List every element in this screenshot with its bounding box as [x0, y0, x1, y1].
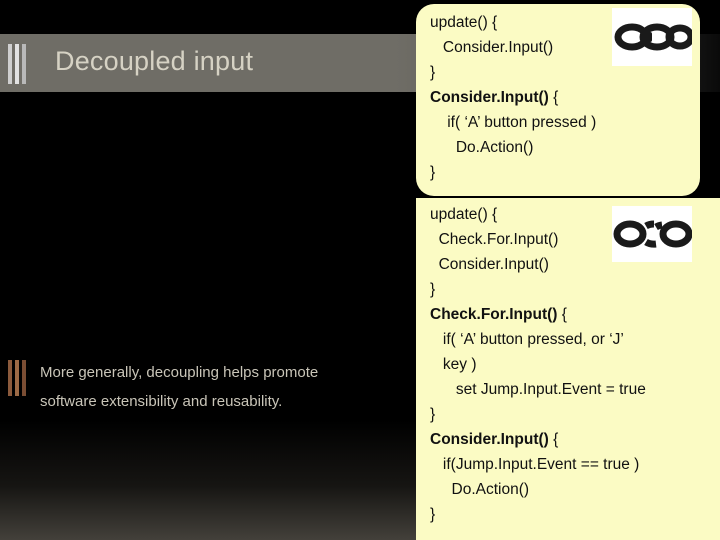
code-block-2: update() { Check.For.Input() Consider.In… [430, 202, 712, 527]
code-line: update() { [430, 206, 498, 223]
code-line: update() { [430, 14, 498, 31]
bottom-fade [0, 420, 430, 540]
body-accent-bars [8, 360, 30, 396]
code-line: if(Jump.Input.Event == true ) [430, 456, 640, 473]
broken-chain-svg [612, 206, 692, 262]
code-line: Check.For.Input() { [430, 306, 567, 323]
code-line: Consider.Input() [430, 256, 549, 273]
code-line: Consider.Input() { [430, 431, 559, 448]
body-paragraph: More generally, decoupling helps promote… [40, 364, 319, 410]
code-line: Consider.Input() { [430, 89, 559, 106]
code-line: } [430, 506, 436, 523]
code-line: set Jump.Input.Event = true [430, 381, 646, 398]
code-line: Do.Action() [430, 139, 534, 156]
code-block-1: update() { Consider.Input()} Consider.Inp… [430, 10, 690, 185]
chain-links-svg [612, 8, 692, 66]
code-line: if( ‘A’ button pressed ) [430, 114, 597, 131]
code-line: } [430, 281, 436, 298]
code-line: } [430, 164, 436, 181]
page-title: Decoupled input [55, 46, 254, 76]
code-line: Do.Action() [430, 481, 530, 498]
code-line: } [430, 406, 436, 423]
title-accent-bars [8, 44, 30, 84]
code-line: Check.For.Input() [430, 231, 559, 248]
code-line: Consider.Input() [430, 39, 554, 56]
broken-chain-icon [612, 206, 692, 262]
code-line: key ) [430, 356, 477, 373]
code-line: if( ‘A’ button pressed, or ‘J’ [430, 331, 624, 348]
code-line: } [430, 64, 436, 81]
chain-links-icon [612, 8, 692, 66]
